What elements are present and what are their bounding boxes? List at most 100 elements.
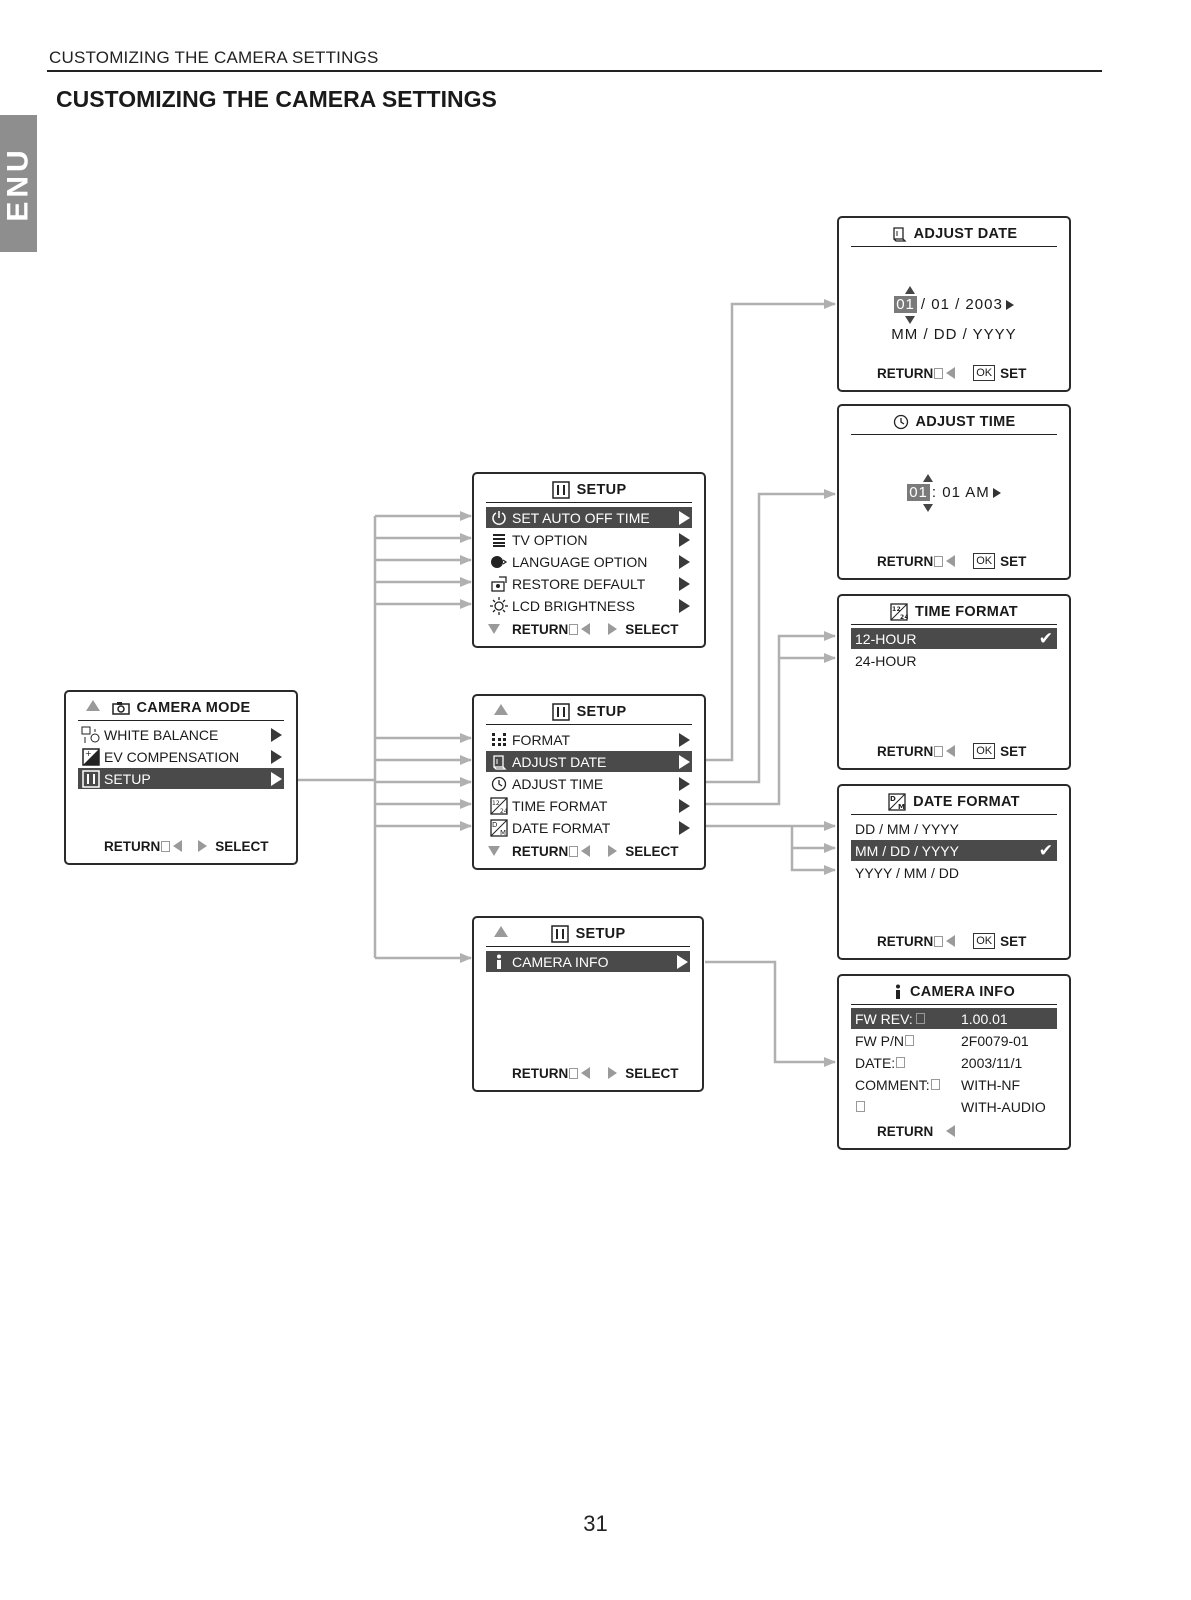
svg-text:D: D <box>890 795 896 803</box>
setup-title: SETUP <box>486 478 692 503</box>
language-icon <box>486 554 512 570</box>
submenu-arrow-icon <box>679 733 690 747</box>
right-arrow-icon <box>198 840 208 852</box>
info-row: COMMENT: WITH-NF <box>855 1076 1021 1093</box>
menu-item-language-option[interactable]: LANGUAGE OPTION <box>486 551 692 572</box>
date-value[interactable]: 01 / 01 / 2003 <box>839 296 1069 313</box>
increase-arrow-icon[interactable] <box>923 474 933 482</box>
submenu-arrow-icon <box>679 533 690 547</box>
menu-item-adjust-date[interactable]: ADJUST DATE <box>486 751 692 772</box>
menu-item-white-balance[interactable]: WHITE BALANCE <box>78 724 284 745</box>
next-field-arrow-icon[interactable] <box>1005 299 1014 310</box>
ok-button-icon: OK <box>973 365 996 381</box>
info-icon <box>486 954 512 970</box>
increase-arrow-icon[interactable] <box>905 286 915 294</box>
setup-icon <box>551 481 570 499</box>
svg-text:12: 12 <box>892 606 901 613</box>
white-balance-icon <box>78 726 104 744</box>
info-row: FW P/N 2F0079-01 <box>855 1032 1029 1049</box>
submenu-arrow-icon <box>679 799 690 813</box>
ok-button-icon: OK <box>973 743 996 759</box>
option-dd-mm-yyyy[interactable]: DD / MM / YYYY <box>855 820 959 837</box>
right-arrow-icon <box>608 845 618 857</box>
setup-icon <box>551 703 570 721</box>
menu-item-ev-compensation[interactable]: + EV COMPENSATION <box>78 746 284 767</box>
submenu-arrow-icon <box>679 555 690 569</box>
date-format-hint: MM / DD / YYYY <box>891 326 1017 343</box>
setup-footer: RETURN SELECT <box>488 620 679 638</box>
scroll-up-icon <box>494 926 508 937</box>
right-arrow-icon <box>608 1067 618 1079</box>
left-arrow-icon <box>581 1067 591 1079</box>
setup-footer: RETURN SELECT <box>488 842 679 860</box>
menu-item-adjust-time[interactable]: ADJUST TIME <box>486 773 692 794</box>
clock-icon <box>893 414 909 430</box>
menu-item-camera-info[interactable]: CAMERA INFO <box>486 951 690 972</box>
menu-item-restore-default[interactable]: RESTORE DEFAULT <box>486 573 692 594</box>
language-tab: ENU <box>0 115 37 252</box>
menu-item-lcd-brightness[interactable]: LCD BRIGHTNESS <box>486 595 692 616</box>
right-arrow-icon <box>608 623 618 635</box>
setup-icon <box>78 769 104 788</box>
left-arrow-icon <box>946 1125 956 1137</box>
restore-icon <box>486 575 512 592</box>
left-arrow-icon <box>581 623 591 635</box>
menu-item-setup[interactable]: SETUP <box>78 768 284 789</box>
menu-item-tv-option[interactable]: TV OPTION <box>486 529 692 550</box>
submenu-arrow-icon <box>679 755 690 769</box>
info-row: DATE: 2003/11/1 <box>855 1054 1023 1071</box>
left-arrow-icon <box>581 845 591 857</box>
submenu-arrow-icon <box>677 955 688 969</box>
decrease-arrow-icon[interactable] <box>905 316 915 324</box>
brightness-icon <box>486 596 512 615</box>
svg-text:D: D <box>492 821 497 829</box>
page-title: CUSTOMIZING THE CAMERA SETTINGS <box>56 86 497 112</box>
camera-info-title: CAMERA INFO <box>851 980 1057 1005</box>
adjust-date-title: ADJUST DATE <box>851 222 1057 247</box>
option-yyyy-mm-dd[interactable]: YYYY / MM / DD <box>855 864 959 881</box>
submenu-arrow-icon <box>271 750 282 764</box>
ok-button-icon: OK <box>973 933 996 949</box>
time-value[interactable]: 01 : 01 AM <box>839 484 1069 501</box>
menu-item-format[interactable]: FORMAT <box>486 729 692 750</box>
option-24-hour[interactable]: 24-HOUR <box>855 652 917 669</box>
scroll-down-icon <box>488 846 500 856</box>
decrease-arrow-icon[interactable] <box>923 504 933 512</box>
svg-text:M: M <box>500 829 506 837</box>
option-mm-dd-yyyy[interactable]: MM / DD / YYYY ✔ <box>851 840 1057 861</box>
page-number: 31 <box>583 1511 608 1536</box>
checkmark-icon: ✔ <box>1038 841 1053 860</box>
left-arrow-icon <box>946 555 956 567</box>
menu-item-set-auto-off-time[interactable]: SET AUTO OFF TIME <box>486 507 692 528</box>
option-12-hour[interactable]: 12-HOUR ✔ <box>851 628 1057 649</box>
camera-mode-screen: CAMERA MODE WHITE BALANCE + EV COMPENSAT… <box>64 690 298 865</box>
camera-info-screen: CAMERA INFO FW REV: 1.00.01 FW P/N 2F007… <box>837 974 1071 1150</box>
tv-option-icon <box>486 533 512 547</box>
ev-compensation-icon: + <box>78 747 104 766</box>
setup-screen-3: SETUP CAMERA INFO RETURN SELECT <box>472 916 704 1092</box>
left-arrow-icon <box>946 367 956 379</box>
ok-button-icon: OK <box>973 553 996 569</box>
setup-screen-1: SETUP SET AUTO OFF TIME TV OPTION LANGUA… <box>472 472 706 648</box>
svg-text:12: 12 <box>492 800 500 807</box>
scroll-down-icon <box>488 624 500 634</box>
left-arrow-icon <box>946 745 956 757</box>
submenu-arrow-icon <box>271 772 282 786</box>
left-arrow-icon <box>946 935 956 947</box>
setup-footer: RETURN SELECT <box>512 1065 679 1081</box>
camera-mode-footer: RETURN SELECT <box>104 838 269 854</box>
next-field-arrow-icon[interactable] <box>992 487 1001 498</box>
